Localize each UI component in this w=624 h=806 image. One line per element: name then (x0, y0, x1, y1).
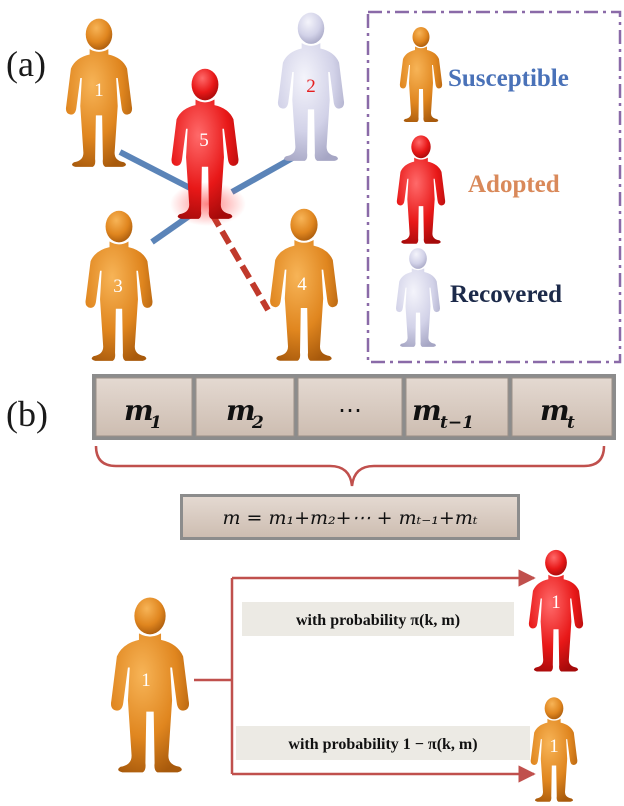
memory-cell-1-sub: 1 (150, 413, 162, 433)
legend-recovered-label: Recovered (450, 281, 562, 308)
susceptible-outcome-label: 1 (549, 736, 559, 757)
memory-cell-3-base: ⋯ (338, 396, 362, 424)
legend-adopted-icon (396, 135, 446, 244)
adopted-outcome-node: 1 (528, 549, 584, 672)
source-node-label: 1 (141, 670, 151, 691)
memory-equation: m = m₁+m₂+⋯ + mₜ₋₁+mₜ (222, 507, 477, 529)
legend-susceptible-label: Susceptible (448, 65, 569, 92)
memory-row: m 1 m 2 ⋯ m t−1 m t (92, 374, 616, 440)
node-3-label: 3 (113, 276, 123, 297)
memory-cell-5-sub: t (567, 413, 575, 433)
memory-cell-4-base: m (412, 394, 442, 427)
memory-cell-2: m 2 (195, 377, 295, 437)
memory-cell-2-base: m (226, 394, 256, 427)
memory-cell-1: m 1 (95, 377, 193, 437)
legend-border (366, 10, 622, 364)
edge-2-5 (230, 153, 298, 195)
node-1-label: 1 (94, 80, 104, 101)
node-5-label: 5 (199, 130, 209, 151)
upper-probability-label: with probability π(k, m) (296, 612, 460, 629)
network-edges (118, 149, 298, 312)
susceptible-outcome-node: 1 (530, 697, 578, 802)
node-5: 5 (171, 68, 239, 219)
legend-recovered-icon (395, 248, 441, 347)
edge-1-5 (118, 149, 192, 191)
panel-b-label: (b) (6, 394, 48, 434)
node-3: 3 (85, 210, 153, 361)
legend: Susceptible Adopted Recovered (366, 10, 622, 364)
adopted-outcome-label: 1 (551, 592, 561, 613)
node-2: 2 (277, 12, 345, 161)
node-2-label: 2 (306, 76, 316, 97)
memory-cell-3: ⋯ (297, 377, 403, 437)
memory-cell-4: m t−1 (405, 377, 509, 437)
node-5-glow (170, 182, 246, 226)
node-1: 1 (65, 18, 133, 167)
memory-cell-1-base: m (124, 394, 154, 427)
node-4-label: 4 (297, 274, 307, 295)
memory-cell-5-base: m (540, 394, 570, 427)
source-node: 1 (110, 597, 190, 773)
memory-cell-2-sub: 2 (251, 413, 264, 433)
memory-sum-brace (94, 445, 606, 487)
node-4: 4 (270, 208, 338, 361)
lower-probability: with probability 1 − π(k, m) (236, 726, 530, 760)
lower-probability-label: with probability 1 − π(k, m) (288, 736, 477, 753)
memory-cell-5: m t (511, 377, 613, 437)
panel-a-label: (a) (6, 44, 46, 84)
transition-arrows (194, 569, 536, 783)
legend-adopted-label: Adopted (468, 171, 560, 198)
equation-box: m = m₁+m₂+⋯ + mₜ₋₁+mₜ (180, 494, 520, 540)
edge-4-5-dashed (209, 212, 271, 312)
legend-susceptible-icon (399, 27, 443, 122)
memory-cell-4-sub: t−1 (440, 413, 474, 433)
upper-probability: with probability π(k, m) (242, 602, 514, 636)
